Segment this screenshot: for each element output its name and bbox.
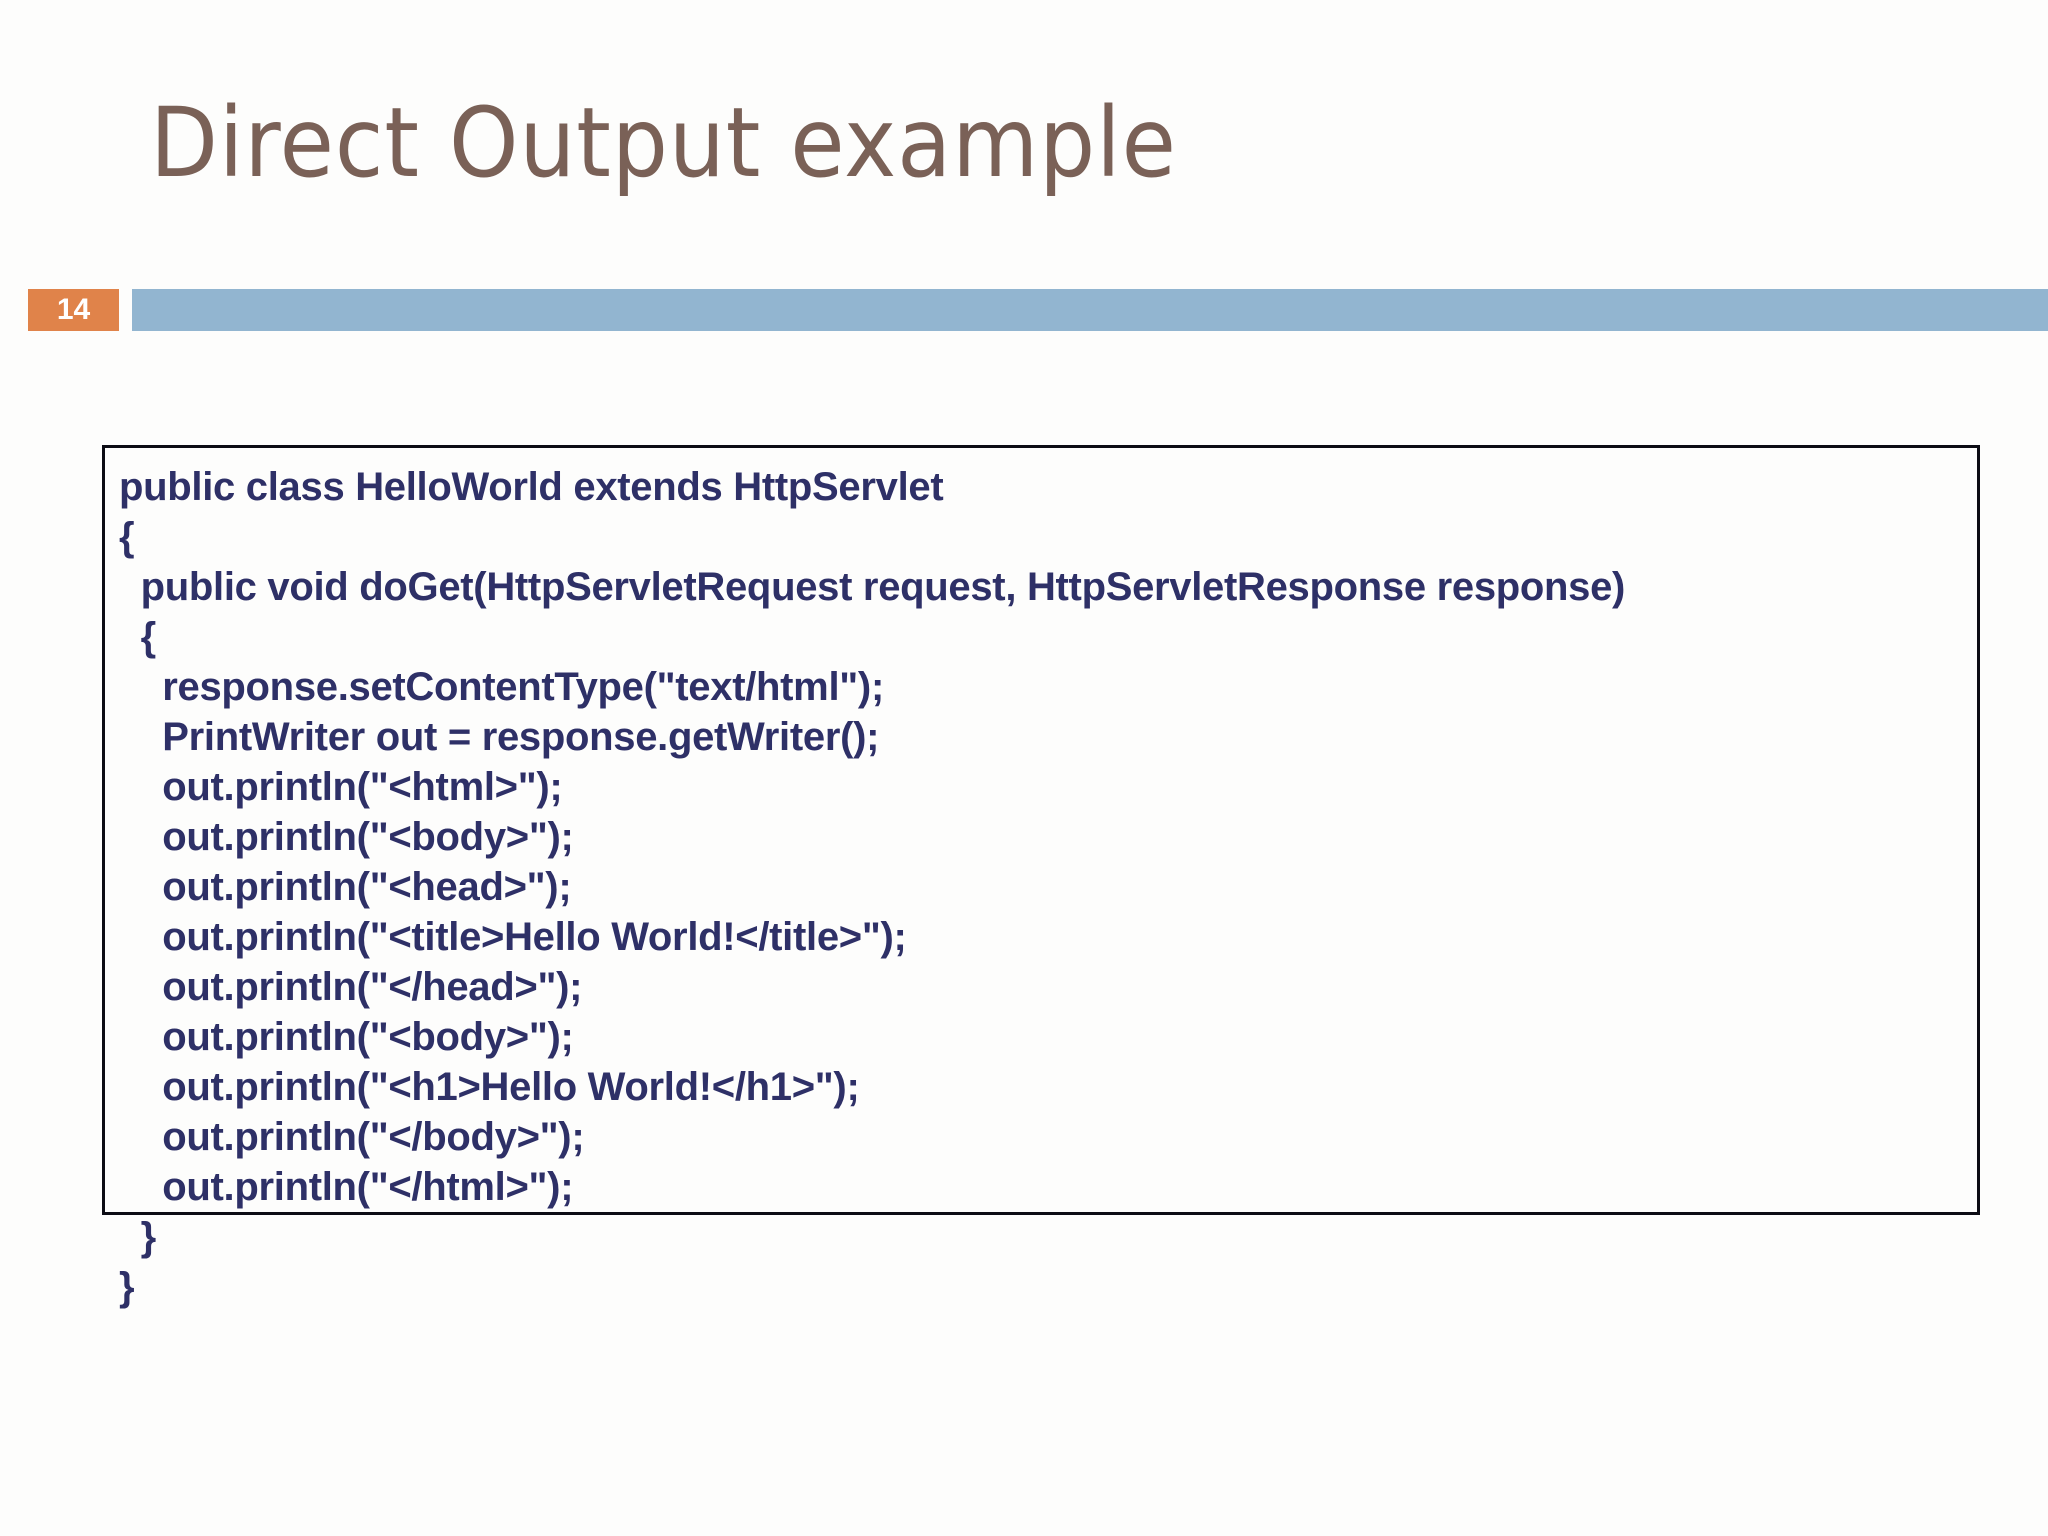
code-block: public class HelloWorld extends HttpServ… bbox=[119, 462, 1967, 1312]
code-line: out.println("<body>"); bbox=[119, 815, 574, 859]
code-line: out.println("</html>"); bbox=[119, 1165, 574, 1209]
code-example-box: public class HelloWorld extends HttpServ… bbox=[102, 445, 1980, 1309]
page-number-badge: 14 bbox=[28, 289, 119, 331]
code-line: out.println("<h1>Hello World!</h1>"); bbox=[119, 1065, 860, 1109]
code-line: out.println("<title>Hello World!</title>… bbox=[119, 915, 907, 959]
code-line: out.println("</head>"); bbox=[119, 965, 583, 1009]
header-divider-rule bbox=[132, 289, 2048, 331]
code-line: PrintWriter out = response.getWriter(); bbox=[119, 715, 880, 759]
code-line: public class HelloWorld extends HttpServ… bbox=[119, 465, 944, 509]
code-line: } bbox=[119, 1265, 135, 1309]
header-band: 14 bbox=[0, 289, 2048, 331]
code-line: { bbox=[119, 615, 157, 659]
code-line: public void doGet(HttpServletRequest req… bbox=[119, 565, 1626, 609]
code-line: out.println("</body>"); bbox=[119, 1115, 585, 1159]
code-line: out.println("<body>"); bbox=[119, 1015, 574, 1059]
code-line: response.setContentType("text/html"); bbox=[119, 665, 884, 709]
code-line: } bbox=[119, 1215, 157, 1259]
code-line: out.println("<head>"); bbox=[119, 865, 572, 909]
code-line: { bbox=[119, 515, 135, 559]
code-line: out.println("<html>"); bbox=[119, 765, 563, 809]
page-number-label: 14 bbox=[56, 293, 91, 326]
page-title: Direct Output example bbox=[150, 87, 1177, 199]
